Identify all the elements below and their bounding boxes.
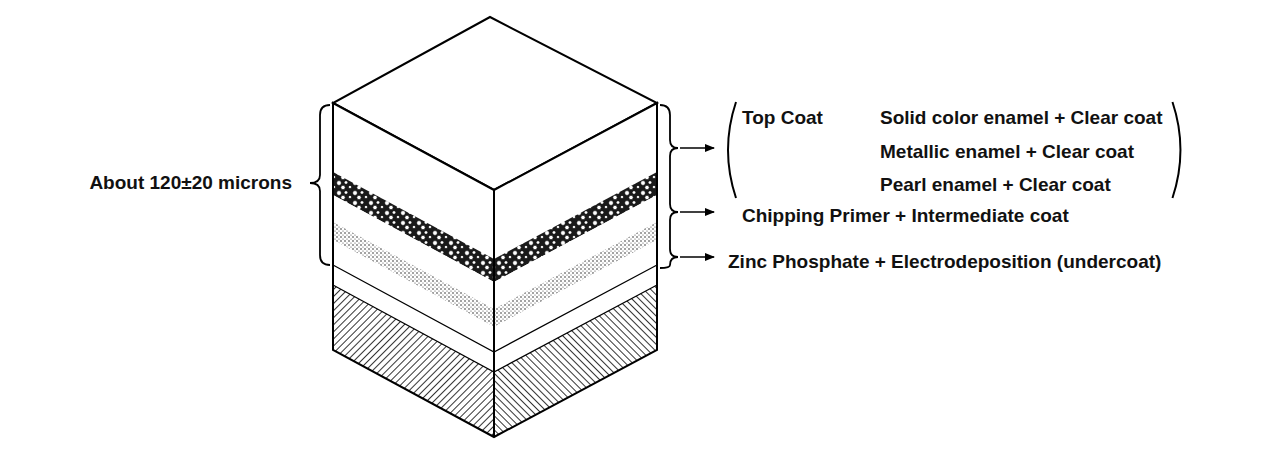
layer-cube [333,17,657,437]
thickness-label: About 120±20 microns [89,172,292,194]
layer-label: Chipping Primer + Intermediate coat [742,205,1069,227]
layer-label: Metallic enamel + Clear coat [880,141,1134,163]
layer-band [494,285,657,437]
thickness-brace [310,105,330,265]
layer-label: Solid color enamel + Clear coat [880,107,1162,129]
cube-edge [493,190,495,437]
cube-outline [333,103,657,437]
layer-brace [660,105,678,268]
left-parenthesis [728,102,736,198]
layer-band [333,285,494,437]
leader-arrow [680,256,714,258]
layer-label: Zinc Phosphate + Electrodeposition (unde… [728,251,1161,273]
leader-arrow [680,147,714,149]
right-parenthesis [1172,102,1180,198]
leader-arrow [680,211,714,213]
layer-heading: Top Coat [742,107,823,129]
layer-label: Pearl enamel + Clear coat [880,174,1111,196]
